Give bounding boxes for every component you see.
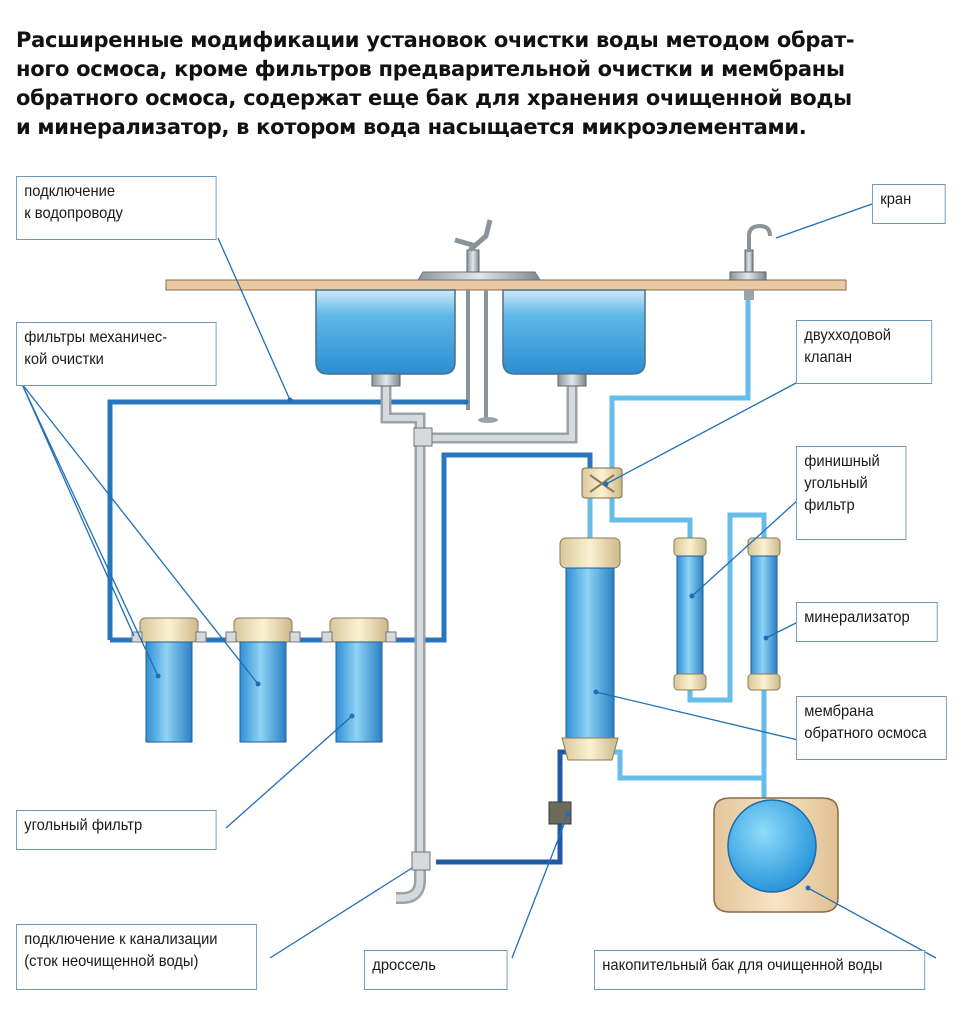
- storage-tank: [713, 797, 839, 913]
- mechanical-filter-1: [131, 617, 207, 743]
- label-throttle: дроссель: [364, 950, 508, 990]
- supply-pipe: [107, 399, 468, 640]
- throttle-icon: [548, 801, 572, 825]
- callout-lines: [21, 203, 937, 959]
- title-line: Расширенные модификации установок очистк…: [16, 28, 855, 52]
- leader-mech-filter-1: [21, 383, 159, 677]
- leader-tank: [807, 887, 937, 959]
- leader-mech-filter-3: [21, 383, 135, 637]
- leader-finish-carbon: [691, 499, 799, 597]
- title-line: и минерализатор, в котором вода насыщает…: [16, 115, 807, 139]
- carbon-to-mineralizer-pipe: [687, 512, 767, 703]
- drain-saddle-icon: [411, 427, 433, 871]
- prefilter-link-pipe: [110, 452, 593, 643]
- ro-faucet-icon: [729, 223, 772, 300]
- label-carbon-filter: угольный фильтр: [16, 810, 217, 850]
- faucet-pipe: [609, 290, 751, 475]
- title-line: обратного осмоса, содержат еще бак для х…: [16, 86, 852, 110]
- label-water-supply: подключение к водопроводу: [16, 176, 217, 240]
- membrane-to-tank-pipe: [612, 749, 767, 800]
- label-two-way-valve: двухходовой клапан: [796, 320, 933, 384]
- mechanical-filter-2: [225, 617, 301, 743]
- two-way-valve-icon: [581, 467, 623, 499]
- sink: [315, 289, 646, 387]
- label-sewer-connection: подключение к канализации (сток неочищен…: [16, 924, 258, 990]
- label-ro-membrane: мембрана обратного осмоса: [796, 696, 947, 760]
- mineralizer-cartridge: [747, 537, 781, 691]
- leader-carbon-filter: [225, 715, 353, 829]
- page-title: Расширенные модификации установок очистк…: [16, 26, 956, 142]
- leader-mineralizer: [765, 621, 799, 639]
- label-faucet: кран: [872, 184, 946, 224]
- finish-carbon-filter: [673, 537, 707, 691]
- carbon-prefilter: [321, 617, 397, 743]
- title-line: ного осмоса, кроме фильтров предваритель…: [16, 57, 845, 81]
- mixer-tap-icon: [454, 219, 498, 423]
- leader-membrane: [595, 691, 799, 741]
- label-mech-filters: фильтры механичес- кой очистки: [16, 322, 217, 386]
- leader-faucet: [775, 203, 873, 239]
- drain-pipe: [380, 385, 426, 860]
- callout-dots: [155, 397, 811, 891]
- leader-sewer: [269, 867, 413, 959]
- label-mineralizer: минерализатор: [796, 602, 938, 642]
- leader-valve: [605, 381, 799, 485]
- pipes: [107, 290, 767, 904]
- leader-water-supply: [217, 237, 291, 401]
- label-storage-tank: накопительный бак для очищенной воды: [594, 950, 926, 990]
- leader-throttle: [511, 813, 569, 959]
- ro-membrane: [559, 537, 621, 761]
- leader-mech-filter-2: [21, 383, 259, 685]
- valve-to-tank-pipe: [609, 495, 693, 540]
- label-finish-carbon-filter: финишный угольный фильтр: [796, 446, 907, 540]
